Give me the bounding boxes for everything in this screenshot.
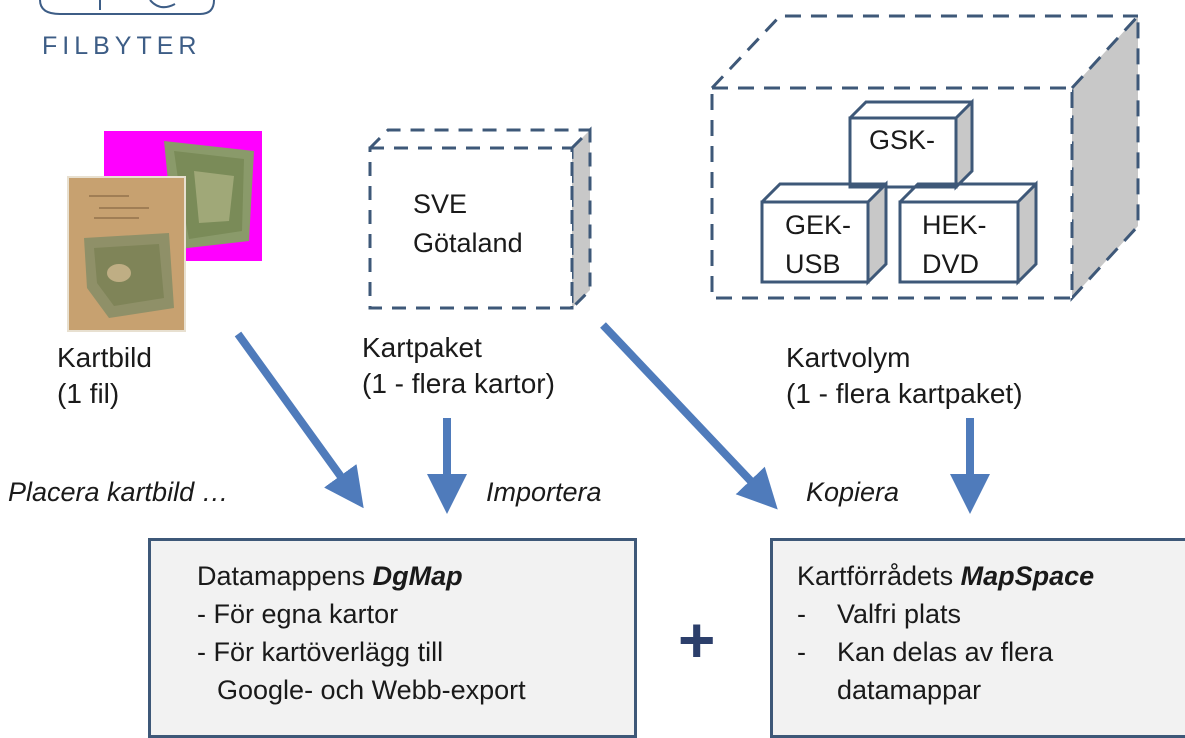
gek-box-line1: GEK-: [785, 210, 852, 240]
kartbild-label-line2: (1 fil): [57, 378, 120, 409]
dgmap-line1: - För egna kartor: [197, 599, 399, 629]
dgmap-line3: Google- och Webb-export: [217, 675, 526, 705]
mapspace-title-prefix: Kartförrådets: [797, 561, 961, 591]
hek-box-line1: HEK-: [922, 210, 987, 240]
arrow-kartbild-to-dgmap: [234, 331, 364, 509]
plus-sign: +: [678, 604, 716, 676]
dgmap-title: Datamappens DgMap: [197, 558, 463, 594]
kartvolym-label-line1: Kartvolym: [786, 342, 911, 373]
action-kopiera: Kopiera: [806, 477, 900, 507]
dgmap-box: Datamappens DgMap - För egna kartor - Fö…: [148, 538, 637, 738]
kartpaket-label-line2: (1 - flera kartor): [362, 368, 555, 399]
mapspace-line1-dash: -: [797, 599, 806, 629]
gek-box-line2: USB: [785, 249, 841, 279]
action-placera: Placera kartbild …: [8, 477, 229, 507]
mapspace-line1: Valfri plats: [837, 599, 962, 629]
logo-mark: [39, 0, 215, 15]
kartpaket-cube-line2: Götaland: [413, 228, 523, 258]
dgmap-line2: - För kartöverlägg till: [197, 637, 444, 667]
kartpaket-label-line1: Kartpaket: [362, 332, 482, 363]
dgmap-title-bold: DgMap: [372, 561, 463, 591]
kartvolym-label-line2: (1 - flera kartpaket): [786, 378, 1023, 409]
kartvolym-label: Kartvolym (1 - flera kartpaket): [786, 340, 1023, 412]
mapspace-line2-dash: -: [797, 637, 806, 667]
dgmap-title-prefix: Datamappens: [197, 561, 373, 591]
gsk-box-label: GSK-: [869, 125, 936, 155]
mapspace-title: Kartförrådets MapSpace: [797, 558, 1094, 594]
mapspace-title-bold: MapSpace: [960, 561, 1095, 591]
mapspace-box: Kartförrådets MapSpace - Valfri plats - …: [770, 538, 1185, 738]
arrow-kartpaket-to-mapspace: [600, 322, 778, 510]
action-importera: Importera: [486, 477, 602, 507]
logo-text: FILBYTER: [42, 32, 202, 60]
kartpaket-cube: [368, 126, 592, 312]
map-image-scan: [67, 176, 186, 332]
mapspace-line2: Kan delas av flera: [837, 637, 1054, 667]
kartpaket-cube-line1: SVE: [413, 189, 468, 219]
kartbild-label: Kartbild (1 fil): [57, 340, 152, 412]
hek-box-line2: DVD: [922, 249, 980, 279]
kartpaket-label: Kartpaket (1 - flera kartor): [362, 330, 555, 402]
map-image-magenta-background: [104, 131, 262, 261]
kartvolym-cube: [710, 12, 1140, 302]
mapspace-line3: datamappar: [837, 675, 982, 705]
kartbild-label-line1: Kartbild: [57, 342, 152, 373]
